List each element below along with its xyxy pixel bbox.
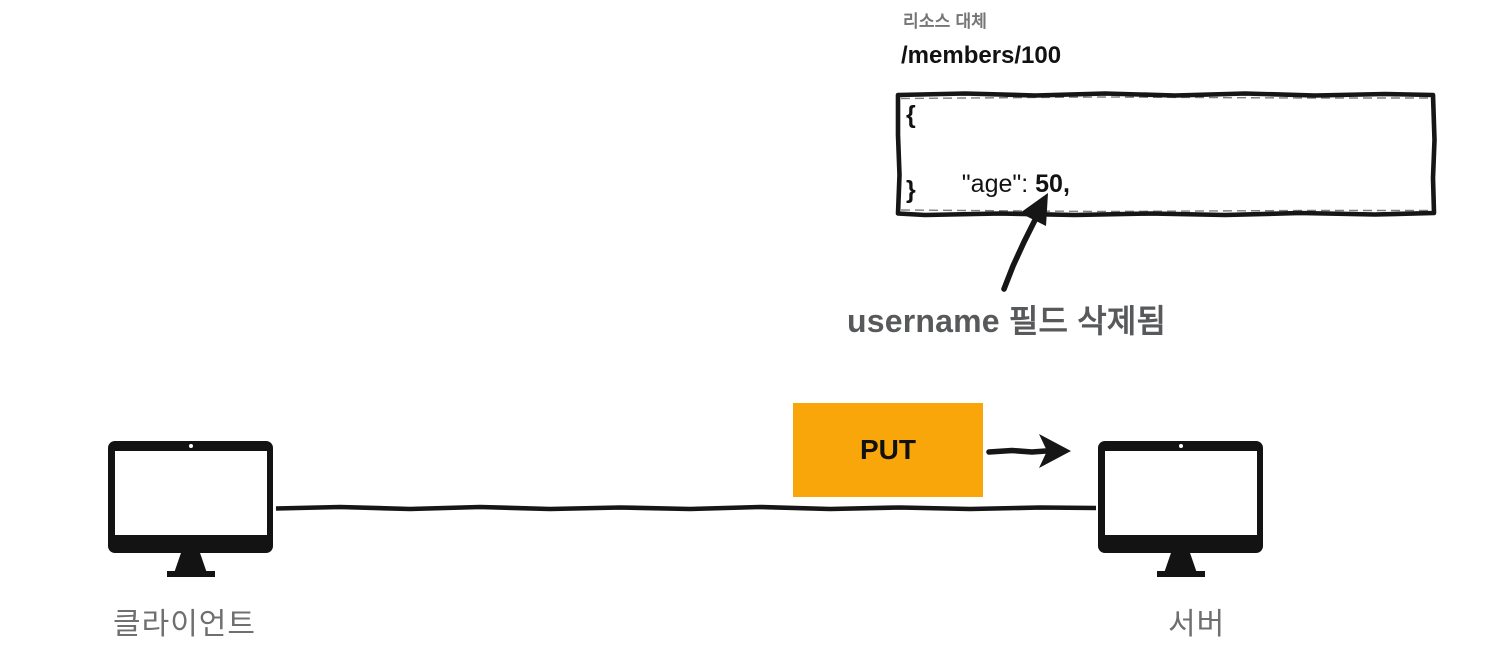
json-box-border — [895, 91, 1437, 218]
json-value: 50, — [1035, 170, 1070, 198]
server-monitor-icon — [1098, 441, 1263, 577]
json-close-brace: } — [906, 176, 916, 204]
note-arrow-line — [1001, 217, 1038, 292]
annotation-title: 리소스 대체 — [903, 12, 988, 31]
client-monitor-icon — [108, 441, 273, 577]
put-method-box: PUT — [793, 403, 983, 497]
server-monitor-stand — [1164, 552, 1197, 572]
connection-line — [275, 504, 1097, 512]
camera-dot-icon — [1178, 444, 1183, 448]
json-box-border-texture — [900, 96, 1431, 213]
json-open-brace: { — [906, 101, 916, 129]
json-body-line: "age": 50, — [934, 141, 1070, 228]
json-key: "age": — [961, 170, 1036, 198]
put-arrow-head — [1039, 434, 1071, 468]
client-monitor-screen — [115, 451, 267, 535]
client-monitor-base — [166, 571, 215, 577]
server-monitor-screen — [1105, 451, 1257, 535]
client-label: 클라이언트 — [113, 608, 256, 641]
note-arrow-head — [1020, 193, 1048, 226]
deleted-field-note: username 필드 삭제됨 — [847, 303, 1167, 339]
server-label: 서버 — [1168, 608, 1226, 641]
put-arrow-line — [986, 447, 1049, 455]
resource-path: /members/100 — [901, 42, 1062, 69]
server-monitor-base — [1156, 571, 1205, 577]
camera-dot-icon — [188, 444, 193, 448]
client-monitor-stand — [174, 552, 207, 572]
